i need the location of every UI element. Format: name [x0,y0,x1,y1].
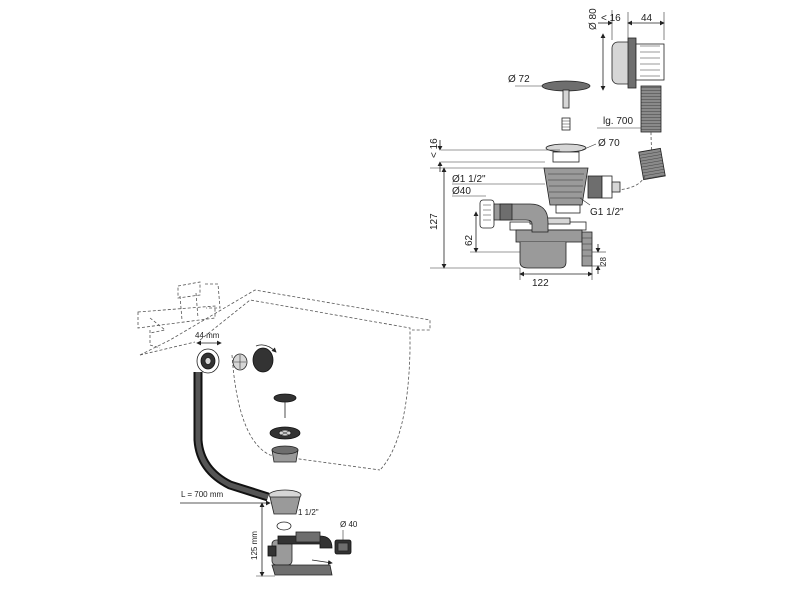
dim-d40-bath: Ø 40 [340,520,358,529]
dim-127: 127 [429,213,440,230]
dim-d80: Ø 80 [588,8,599,30]
flexible-hose [611,85,666,191]
dim-lt16-side: < 16 [429,138,440,158]
plug-cap [541,80,591,131]
overflow-hose [193,372,270,502]
dim-1-half: 1 1/2" [298,508,319,517]
dim-lg700: lg. 700 [603,116,633,127]
elbow-outlet [479,199,549,233]
dim-28: 28 [599,257,608,266]
bath-faucet [137,281,221,334]
dimensioned-section: Ø 80 < 16 44 Ø 72 lg. 700 [429,8,666,289]
bath-drain-body [267,489,352,576]
bathtub-outline [139,289,431,471]
bathtub-assembly: 44 mm L = 7 [137,281,431,577]
dim-d70: Ø 70 [598,138,620,149]
dim-d40: Ø40 [452,186,471,197]
dim-62: 62 [464,234,475,246]
dim-125mm: 125 mm [250,531,259,560]
dim-g1-half: G1 1/2" [590,207,624,218]
dim-122: 122 [532,278,549,289]
dim-l700: L = 700 mm [181,490,224,499]
dim-d1-half: Ø1 1/2" [452,174,486,185]
overflow-head [611,37,665,89]
dim-44: 44 [641,13,653,24]
dim-44mm: 44 mm [195,331,220,340]
dim-d72: Ø 72 [508,74,530,85]
dim-lt16-top: < 16 [601,13,621,24]
overflow-assembly [196,344,277,374]
bath-plug-parts [269,393,301,463]
